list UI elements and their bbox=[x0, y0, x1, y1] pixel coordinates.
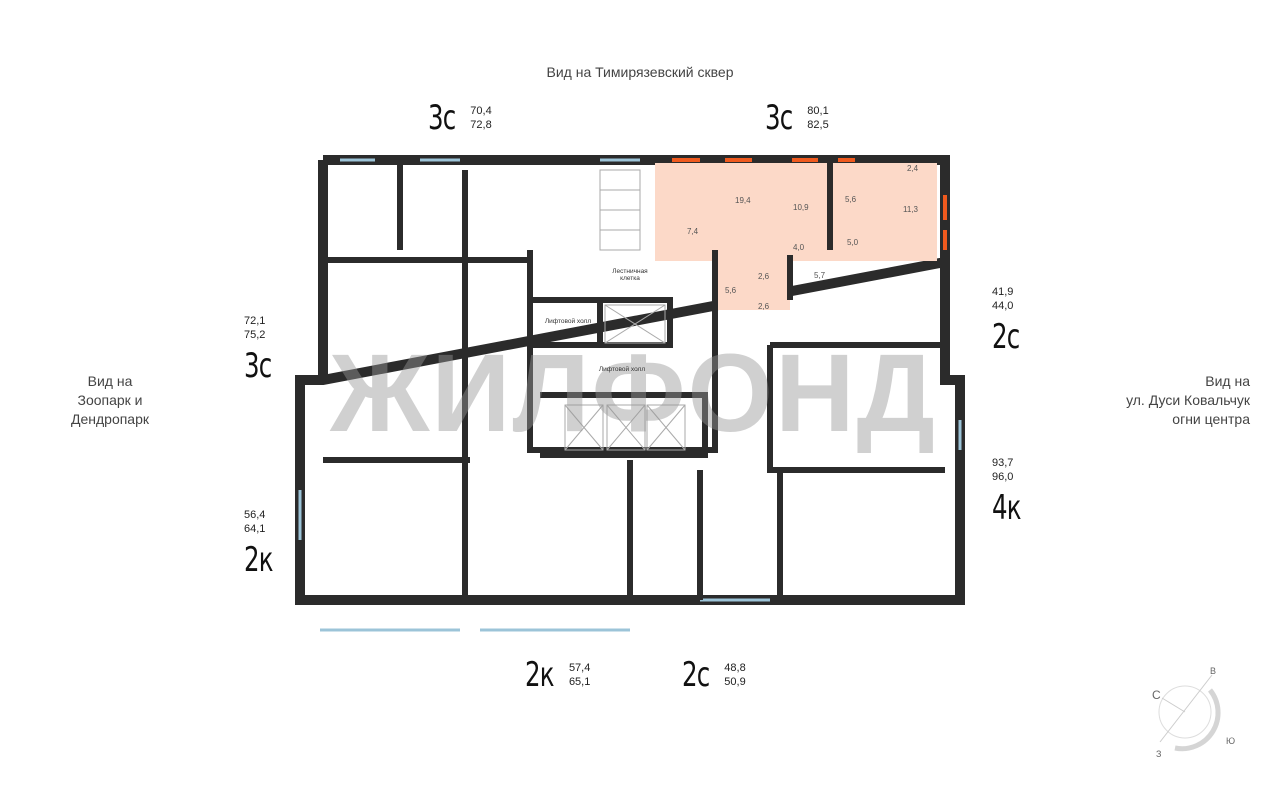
view-left-line: Дендропарк bbox=[70, 411, 150, 427]
apt-areas: 72,1 75,2 bbox=[244, 314, 265, 342]
view-right-line: огни центра bbox=[1172, 411, 1250, 427]
apt-type: 2к bbox=[244, 540, 274, 580]
compass-s: Ю bbox=[1226, 736, 1236, 746]
apartment-2c-bottom[interactable]: 2с 48,8 50,9 bbox=[682, 655, 746, 695]
apt-area: 48,8 bbox=[724, 662, 746, 674]
apt-type: 2к bbox=[525, 655, 555, 695]
apartment-2k-left[interactable]: 56,4 64,1 2к bbox=[244, 508, 280, 580]
apt-areas: 80,1 82,5 bbox=[807, 104, 828, 132]
view-left-line: Вид на bbox=[87, 373, 133, 389]
apt-area: 80,1 bbox=[807, 105, 829, 117]
apt-areas: 93,7 96,0 bbox=[992, 456, 1013, 484]
apt-type: 3с bbox=[765, 98, 793, 138]
lift-hall-label: Лифтовой холл bbox=[598, 366, 646, 373]
view-left: Вид на Зоопарк и Дендропарк bbox=[40, 372, 180, 429]
apt-area: 72,1 bbox=[244, 315, 266, 327]
room-area: 4,0 bbox=[793, 243, 805, 252]
apartment-3c-left[interactable]: 72,1 75,2 3с bbox=[244, 314, 278, 386]
apt-areas: 57,4 65,1 bbox=[569, 661, 590, 689]
compass-e: В bbox=[1210, 666, 1217, 676]
room-area: 10,9 bbox=[793, 203, 809, 212]
apartment-3c-top-right-selected[interactable]: 3с 80,1 82,5 bbox=[765, 98, 829, 138]
room-area: 7,4 bbox=[687, 227, 699, 236]
apt-area: 50,9 bbox=[724, 676, 746, 688]
apt-type: 3с bbox=[428, 98, 456, 138]
apt-area: 44,0 bbox=[992, 300, 1014, 312]
apt-areas: 70,4 72,8 bbox=[470, 104, 491, 132]
apt-area: 65,1 bbox=[568, 676, 591, 688]
compass-rose-icon bbox=[1158, 674, 1221, 752]
apt-area: 70,4 bbox=[470, 105, 492, 117]
apt-area: 41,9 bbox=[992, 286, 1014, 298]
lift-hall-label: Лифтовой холл bbox=[544, 318, 592, 325]
view-left-line: Зоопарк и bbox=[77, 392, 143, 408]
stair-label-line: Лестничная bbox=[612, 268, 648, 275]
apartment-4k-right[interactable]: 93,7 96,0 4к bbox=[992, 456, 1028, 528]
apt-area: 93,7 bbox=[992, 457, 1014, 469]
room-area: 5,0 bbox=[847, 238, 859, 247]
apartment-3c-top-left[interactable]: 3с 70,4 72,8 bbox=[428, 98, 492, 138]
compass-n: С bbox=[1152, 688, 1161, 702]
compass-w: З bbox=[1156, 749, 1162, 759]
apt-area: 75,2 bbox=[244, 329, 266, 341]
apt-type: 2с bbox=[992, 317, 1020, 357]
view-right-line: Вид на bbox=[1205, 373, 1250, 389]
stair-label-line: клетка bbox=[620, 275, 640, 282]
apt-area: 82,5 bbox=[807, 119, 829, 131]
apt-type: 2с bbox=[682, 655, 710, 695]
apt-type: 4к bbox=[992, 488, 1022, 528]
apt-area: 56,4 bbox=[244, 509, 266, 521]
compass: С В Ю З bbox=[1140, 660, 1250, 770]
room-area: 2,4 bbox=[907, 164, 919, 173]
room-area: 2,6 bbox=[758, 302, 770, 311]
apartment-2k-bottom[interactable]: 2к 57,4 65,1 bbox=[525, 655, 590, 695]
room-area: 2,6 bbox=[758, 272, 770, 281]
apt-areas: 48,8 50,9 bbox=[724, 661, 745, 689]
room-area: 5,7 bbox=[814, 271, 826, 280]
selected-apartment-fill bbox=[655, 163, 937, 261]
watermark: ЖИЛФОНД bbox=[330, 332, 937, 455]
selected-windows bbox=[672, 158, 947, 250]
apartment-2c-right[interactable]: 41,9 44,0 2с bbox=[992, 285, 1026, 357]
apt-areas: 41,9 44,0 bbox=[992, 285, 1013, 313]
apt-type: 3с bbox=[244, 346, 272, 386]
view-top: Вид на Тимирязевский сквер bbox=[546, 64, 734, 80]
apt-area: 96,0 bbox=[992, 471, 1014, 483]
apt-area: 64,1 bbox=[244, 523, 266, 535]
apt-area: 72,8 bbox=[470, 119, 492, 131]
apt-area: 57,4 bbox=[568, 662, 591, 674]
view-right-line: ул. Дуси Ковальчук bbox=[1126, 392, 1250, 408]
room-area: 11,3 bbox=[903, 205, 918, 214]
apt-areas: 56,4 64,1 bbox=[244, 508, 265, 536]
room-area: 5,6 bbox=[845, 195, 857, 204]
view-right: Вид на ул. Дуси Ковальчук огни центра bbox=[1080, 372, 1250, 429]
room-area: 19,4 bbox=[735, 196, 751, 205]
room-area: 5,6 bbox=[725, 286, 737, 295]
